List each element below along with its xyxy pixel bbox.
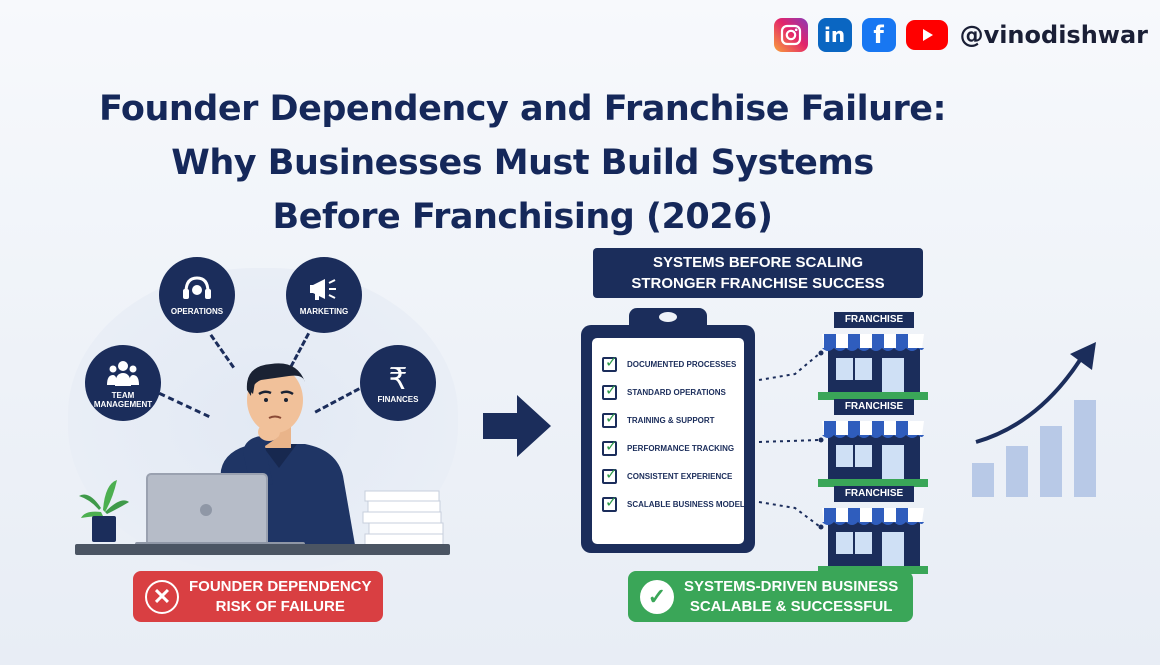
facebook-icon[interactable]: f: [861, 18, 896, 52]
checklist-label: SCALABLE BUSINESS MODEL: [627, 500, 745, 509]
checklist-label: STANDARD OPERATIONS: [627, 388, 726, 397]
badge-line-1: FOUNDER DEPENDENCY: [189, 577, 372, 595]
page-title: Founder Dependency and Franchise Failure…: [0, 82, 1045, 244]
circle-finances: ₹ FINANCES: [360, 345, 436, 421]
plant-icon: [79, 480, 129, 542]
checkbox-checked-icon: ✓: [602, 409, 618, 428]
checklist-label: TRAINING & SUPPORT: [627, 416, 715, 425]
checklist-label: DOCUMENTED PROCESSES: [627, 360, 737, 369]
franchise-store: FRANCHISE: [818, 312, 928, 402]
social-bar: in f @vinodishwar: [773, 18, 1148, 52]
checklist-item: ✓ CONSISTENT EXPERIENCE: [602, 465, 733, 484]
growth-bar: [1006, 446, 1028, 497]
circle-label: OPERATIONS: [170, 307, 224, 316]
instagram-icon[interactable]: [773, 18, 808, 52]
franchise-store: FRANCHISE: [818, 399, 928, 489]
systems-banner: SYSTEMS BEFORE SCALING STRONGER FRANCHIS…: [593, 248, 923, 298]
circle-label: FINANCES: [377, 395, 419, 404]
circle-team-management: TEAM MANAGEMENT: [85, 345, 161, 421]
checkbox-checked-icon: ✓: [602, 381, 618, 400]
x-circle-icon: ✕: [145, 579, 179, 614]
circle-operations: OPERATIONS: [159, 257, 235, 333]
checklist-item: ✓ PERFORMANCE TRACKING: [602, 437, 735, 456]
linkedin-icon[interactable]: in: [817, 18, 852, 52]
growth-bar: [1074, 400, 1096, 497]
storefront-icon: [818, 508, 928, 574]
banner-line-1: SYSTEMS BEFORE SCALING: [652, 254, 864, 271]
growth-bar: [972, 463, 994, 497]
circle-label: TEAM MANAGEMENT: [93, 390, 153, 409]
storefront-icon: [818, 421, 928, 487]
store-sign: FRANCHISE: [834, 486, 914, 502]
circle-marketing: MARKETING: [286, 257, 362, 333]
team-icon: [107, 360, 139, 386]
youtube-icon[interactable]: [905, 20, 948, 50]
badge-line-1: SYSTEMS-DRIVEN BUSINESS: [684, 577, 899, 595]
title-line-2: Why Businesses Must Build Systems: [171, 143, 874, 183]
checkbox-checked-icon: ✓: [602, 465, 618, 484]
check-circle-icon: ✓: [640, 579, 674, 614]
checklist-item: ✓ TRAINING & SUPPORT: [602, 409, 715, 428]
checkbox-checked-icon: ✓: [602, 493, 618, 512]
checklist-label: CONSISTENT EXPERIENCE: [627, 472, 733, 481]
checklist-item: ✓ STANDARD OPERATIONS: [602, 381, 726, 400]
checkbox-checked-icon: ✓: [602, 353, 618, 372]
growth-bar: [1040, 426, 1062, 497]
founder-dependency-badge: ✕ FOUNDER DEPENDENCY RISK OF FAILURE: [133, 571, 383, 622]
growth-arrow-icon: [975, 342, 1096, 444]
checklist-item: ✓ DOCUMENTED PROCESSES: [602, 353, 737, 372]
systems-driven-badge: ✓ SYSTEMS-DRIVEN BUSINESS SCALABLE & SUC…: [628, 571, 913, 622]
banner-line-2: STRONGER FRANCHISE SUCCESS: [631, 275, 885, 292]
rupee-icon: ₹: [388, 362, 407, 392]
checklist-label: PERFORMANCE TRACKING: [627, 444, 735, 453]
store-sign: FRANCHISE: [834, 399, 914, 415]
headset-icon: [183, 276, 211, 299]
svg-text:₹: ₹: [388, 362, 407, 392]
franchise-store: FRANCHISE: [818, 486, 928, 576]
store-connectors: [758, 350, 824, 530]
storefront-icon: [818, 334, 928, 400]
clipboard-clip: [629, 308, 707, 340]
badge-line-2: SCALABLE & SUCCESSFUL: [689, 597, 893, 615]
badge-line-2: RISK OF FAILURE: [215, 597, 345, 615]
arrow-right-icon: [483, 395, 551, 457]
checklist-item: ✓ SCALABLE BUSINESS MODEL: [602, 493, 745, 512]
checklist-paper: [592, 338, 744, 544]
checkbox-checked-icon: ✓: [602, 437, 618, 456]
stressed-founder-illustration: [79, 363, 444, 548]
megaphone-icon: [310, 279, 336, 300]
desk: [75, 544, 450, 555]
title-line-3: Before Franchising (2026): [272, 197, 773, 237]
circle-label: MARKETING: [299, 307, 349, 316]
store-sign: FRANCHISE: [834, 312, 914, 328]
title-line-1: Founder Dependency and Franchise Failure…: [98, 89, 947, 129]
paper-stack-icon: [362, 490, 444, 546]
social-handle[interactable]: @vinodishwar: [959, 21, 1148, 49]
